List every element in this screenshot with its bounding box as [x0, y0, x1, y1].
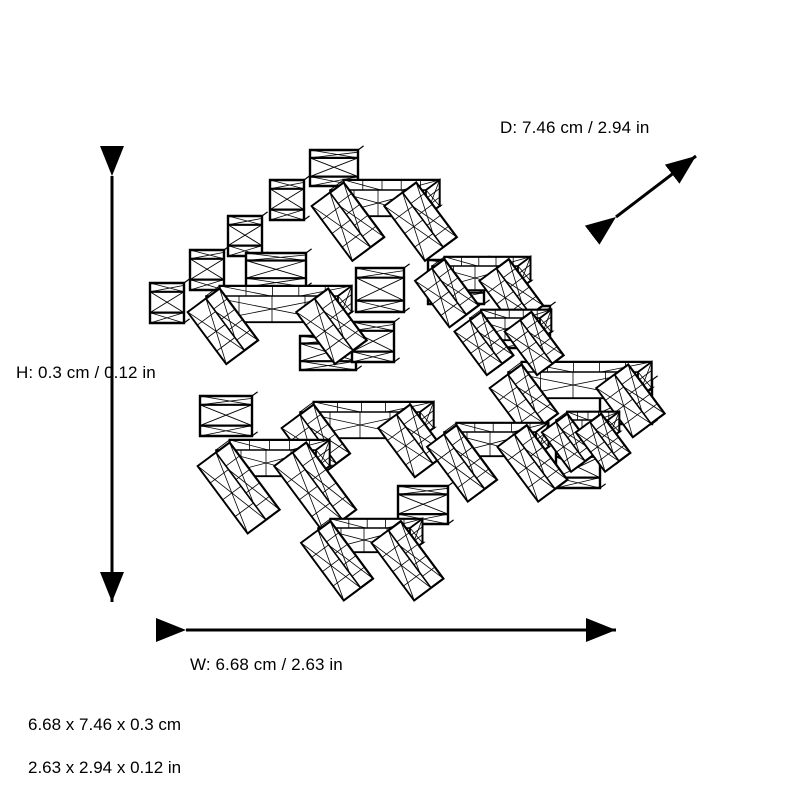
width-dimension-label: W: 6.68 cm / 2.63 in: [190, 655, 343, 674]
height-dimension-label: H: 0.3 cm / 0.12 in: [16, 363, 156, 382]
depth-dimension-label: D: 7.46 cm / 2.94 in: [500, 118, 650, 137]
depth-arrow: [584, 154, 697, 245]
overall-dimensions-metric: 6.68 x 7.46 x 0.3 cm: [28, 715, 182, 734]
dimension-arrows: [100, 146, 697, 642]
overall-dimensions-imperial: 2.63 x 2.94 x 0.12 in: [28, 758, 182, 777]
